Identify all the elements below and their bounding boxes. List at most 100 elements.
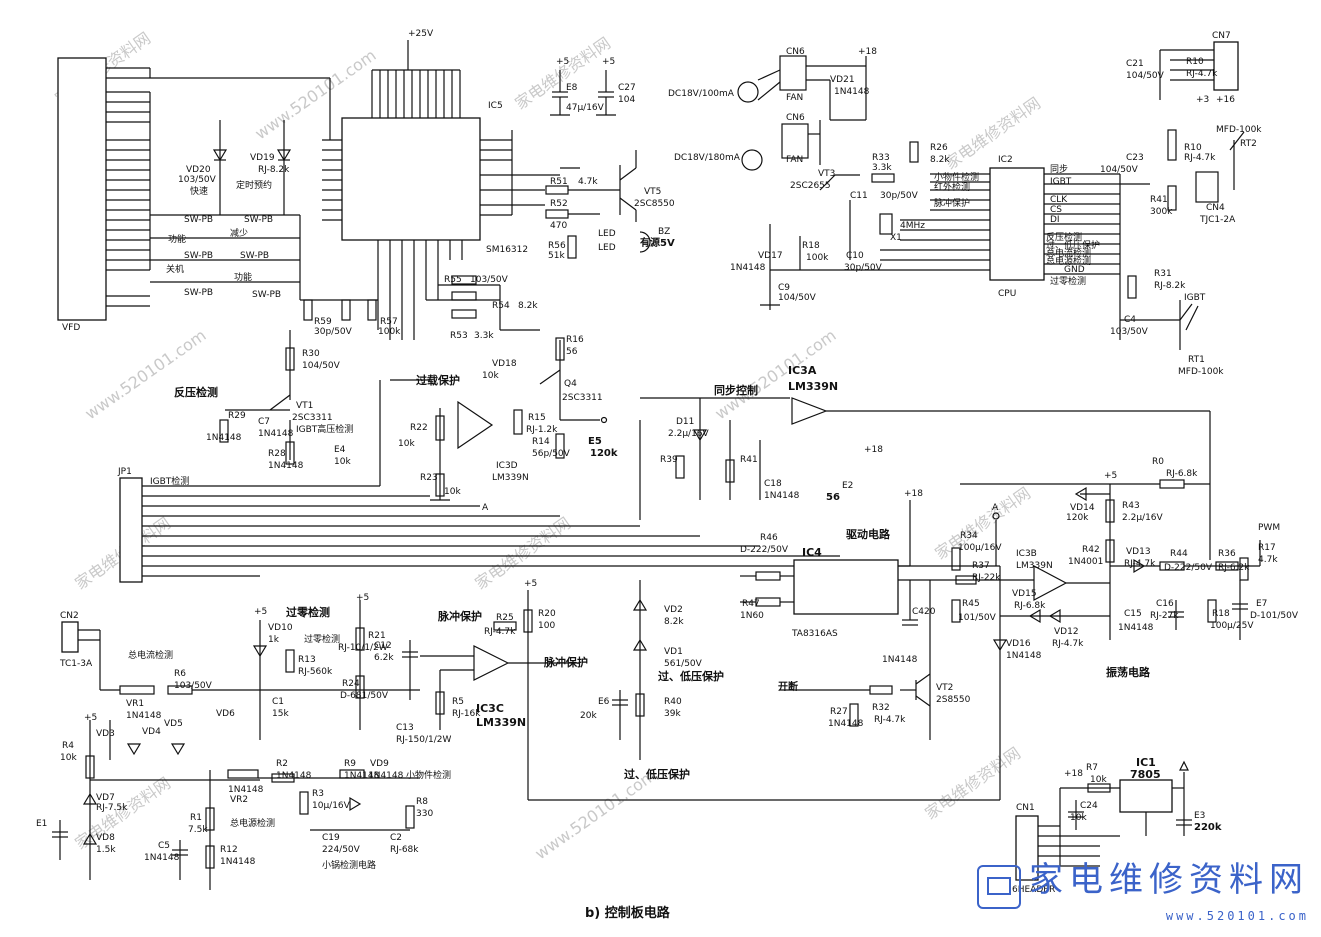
c19-val: 224/50V (322, 845, 361, 855)
r53-val: 3.3k (474, 331, 494, 341)
d11-val: 2.2μ/16V (668, 429, 710, 439)
watermark-url: www.520101.com (81, 326, 209, 424)
r33: R33 (872, 153, 890, 163)
vd4: VD4 (142, 727, 161, 737)
vd19-val: RJ-8.2k (258, 165, 290, 175)
c7: C7 (258, 417, 270, 427)
ic2-pin-ovp: 过、低压保护 (1046, 239, 1100, 251)
vd10: VD10 (268, 623, 293, 633)
label-pulse: 脉冲保护 (437, 609, 482, 623)
c2-val: RJ-68k (390, 845, 419, 855)
ic2-pin-igbt: IGBT (1050, 177, 1072, 187)
e4-val: 10k (334, 457, 351, 467)
c1: C1 (272, 697, 284, 707)
r10b-val: RJ-4.7k (1184, 153, 1216, 163)
c23-val: 104/50V (1100, 165, 1139, 175)
rail-16: +16 (1216, 95, 1235, 105)
r2: R2 (276, 759, 288, 769)
r54-val: 8.2k (518, 301, 538, 311)
rt2: RT2 (1240, 139, 1257, 149)
r9-val: 1N4148 (344, 771, 380, 781)
current-sense: CN2 TC1-3A 总电流检测 R6 103/50V VR1 1N4148 +… (36, 611, 451, 890)
ic2-part: CPU (998, 289, 1016, 299)
vd15-val: RJ-6.8k (1014, 601, 1046, 611)
c21-val: 104/50V (1126, 71, 1165, 81)
c23: C23 (1126, 153, 1144, 163)
led-label: LED (598, 243, 616, 253)
sw-func1: 功能 (168, 233, 186, 245)
r36-val: RJ-6.2k (1218, 563, 1250, 573)
r56: R56 (548, 241, 566, 251)
fan-a: FAN (786, 93, 803, 103)
label-zero: 过零检测 (286, 605, 330, 619)
c10-val: 30p/50V (844, 263, 883, 273)
fan-section: DC18V/100mA CN6 FAN DC18V/180mA CN6 FAN … (668, 47, 877, 191)
c1-val: 15k (272, 709, 289, 719)
c18: C18 (764, 479, 782, 489)
rail-3: +3 (1196, 95, 1209, 105)
r30: R30 (302, 349, 320, 359)
c5: C5 (158, 841, 170, 851)
vd3: VD3 (96, 729, 115, 739)
r13-val: RJ-560k (298, 667, 333, 677)
c4: C4 (1124, 315, 1136, 325)
vr2-val: 1N4148 (228, 785, 264, 795)
cn1-part: 6HEADER (1012, 885, 1055, 895)
r29-val: 1N4148 (206, 433, 242, 443)
vd2-val: 8.2k (664, 617, 684, 627)
c21: C21 (1126, 59, 1144, 69)
r28-val: 1N4148 (268, 461, 304, 471)
rail-18d: +18 (1064, 769, 1083, 779)
site-logo: 家电维修资料网 www.520101.com (977, 861, 1309, 923)
vd5: VD5 (164, 719, 183, 729)
r17-val: 4.7k (1258, 555, 1278, 565)
r18b: R18 (1212, 609, 1230, 619)
vd19-ref: VD19 (250, 153, 275, 163)
ic2-pin-di: DI (1050, 215, 1060, 225)
vd21-val: 1N4148 (834, 87, 870, 97)
ic2-pin-rev: 反压检测 (1046, 231, 1082, 243)
label-drive: 驱动电路 (846, 527, 891, 541)
r20-val: 100 (538, 621, 555, 631)
c27: C27 (618, 83, 636, 93)
vd10-val: 1k (268, 635, 280, 645)
r7-val: 10k (1090, 775, 1107, 785)
r6-val: 103/50V (174, 681, 213, 691)
label-onoff: 开断 (778, 680, 798, 693)
r14: R14 (532, 437, 550, 447)
ic5-resistors: R55 103/50V R54 8.2k R53 3.3k R59 30p/50… (303, 275, 538, 341)
vd13: VD13 (1126, 547, 1151, 557)
r51: R51 (550, 177, 568, 187)
e5-val: 120k (590, 448, 618, 459)
supply-caps-top: +5 +5 E8 47μ/16V C27 104 (550, 57, 636, 116)
r40: R40 (664, 697, 682, 707)
ic3b-part: LM339N (1016, 561, 1053, 571)
r57: R57 (380, 317, 398, 327)
r46-val: D-222/50V (740, 545, 789, 555)
r43: R43 (1122, 501, 1140, 511)
regulator: IC1 7805 +18 R7 10k C24 10k E3 220k CN1 … (1012, 756, 1222, 895)
rail-5e: +5 (524, 579, 537, 589)
r59-val: 30p/50V (314, 327, 353, 337)
r0: R0 (1152, 457, 1164, 467)
r4: R4 (62, 741, 74, 751)
vd18: VD18 (492, 359, 517, 369)
vd9: VD9 (370, 759, 389, 769)
rt2-part: MFD-100k (1216, 125, 1262, 135)
label-current: 总电流检测 (128, 649, 173, 661)
r16: R16 (566, 335, 584, 345)
ic3a: IC3A (788, 364, 817, 377)
rail-5b: +5 (1104, 471, 1117, 481)
r54: R54 (492, 301, 510, 311)
watermark-cn: 家电维修资料网 (921, 743, 1024, 823)
ic3d-part: LM339N (492, 473, 529, 483)
r18b-val: 100μ/25V (1210, 621, 1254, 631)
r10b: R10 (1184, 143, 1202, 153)
r31: R31 (1154, 269, 1172, 279)
x1-freq: 4MHz (900, 221, 925, 231)
cn4-part: TJC1-2A (1199, 215, 1236, 225)
c16: C16 (1156, 599, 1174, 609)
c18-val: 1N4148 (764, 491, 800, 501)
r24-val: D-681/50V (340, 691, 389, 701)
ic2-pin-pulse: 脉冲保护 (934, 197, 970, 209)
